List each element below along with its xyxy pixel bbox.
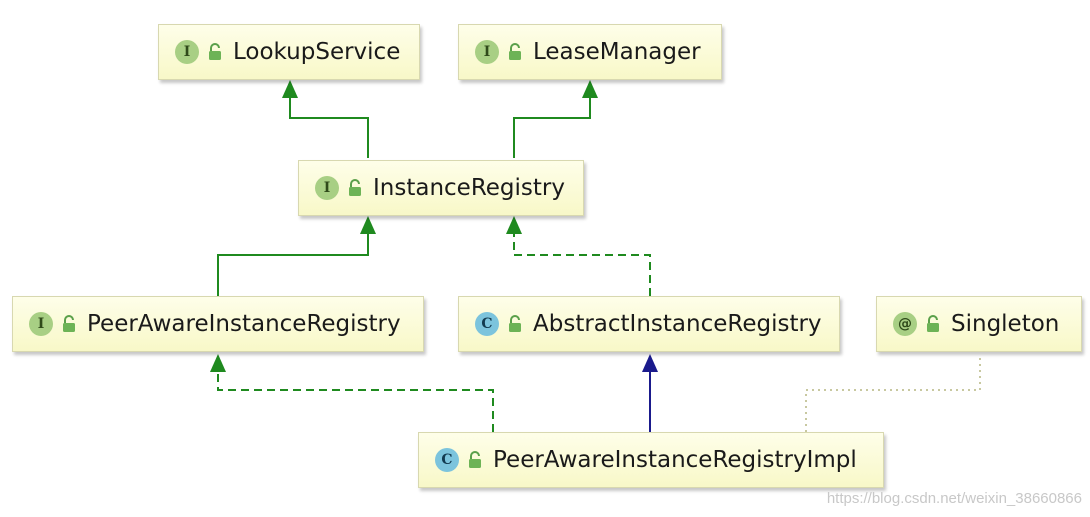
interface-icon: I <box>175 40 199 64</box>
edge-instanceregistry-to-lookupservice <box>282 80 369 158</box>
edge-impl-to-abstractinstanceregistry <box>642 354 658 432</box>
interface-icon: I <box>315 176 339 200</box>
node-peerawareinstanceregistry[interactable]: I PeerAwareInstanceRegistry <box>12 296 424 352</box>
annotation-icon: @ <box>893 312 917 336</box>
edge-abstractinstanceregistry-to-instanceregistry <box>506 216 651 296</box>
unlocked-lock-icon <box>509 43 521 60</box>
node-name: InstanceRegistry <box>373 175 565 201</box>
node-lookupservice[interactable]: I LookupService <box>158 24 420 80</box>
node-leasemanager[interactable]: I LeaseManager <box>458 24 722 80</box>
arrowhead <box>282 80 298 98</box>
node-instanceregistry[interactable]: I InstanceRegistry <box>298 160 584 216</box>
node-name: AbstractInstanceRegistry <box>533 311 822 337</box>
unlocked-lock-icon <box>927 315 939 332</box>
node-name: PeerAwareInstanceRegistryImpl <box>493 447 857 473</box>
node-singleton[interactable]: @ Singleton <box>876 296 1082 352</box>
node-name: Singleton <box>951 311 1060 337</box>
edge-peerawareinstanceregistry-to-instanceregistry <box>217 216 376 296</box>
arrowhead <box>360 216 376 234</box>
interface-icon: I <box>475 40 499 64</box>
edge-impl-to-singleton <box>805 354 981 432</box>
node-abstractinstanceregistry[interactable]: C AbstractInstanceRegistry <box>458 296 840 352</box>
arrowhead <box>582 80 598 98</box>
arrowhead <box>642 354 658 372</box>
node-name: LeaseManager <box>533 39 701 65</box>
unlocked-lock-icon <box>209 43 221 60</box>
watermark-text: https://blog.csdn.net/weixin_38660866 <box>826 490 1082 507</box>
node-peerawareinstanceregistryimpl[interactable]: C PeerAwareInstanceRegistryImpl <box>418 432 884 488</box>
interface-icon: I <box>29 312 53 336</box>
abstract-class-icon: C <box>475 312 499 336</box>
arrowhead <box>506 216 522 234</box>
arrowhead <box>210 354 226 372</box>
edge-impl-to-peerawareinstanceregistry <box>210 354 494 432</box>
unlocked-lock-icon <box>349 179 361 196</box>
node-name: LookupService <box>233 39 401 65</box>
unlocked-lock-icon <box>469 451 481 468</box>
class-icon: C <box>435 448 459 472</box>
node-name: PeerAwareInstanceRegistry <box>87 311 401 337</box>
edge-instanceregistry-to-leasemanager <box>513 80 598 158</box>
unlocked-lock-icon <box>63 315 75 332</box>
unlocked-lock-icon <box>509 315 521 332</box>
